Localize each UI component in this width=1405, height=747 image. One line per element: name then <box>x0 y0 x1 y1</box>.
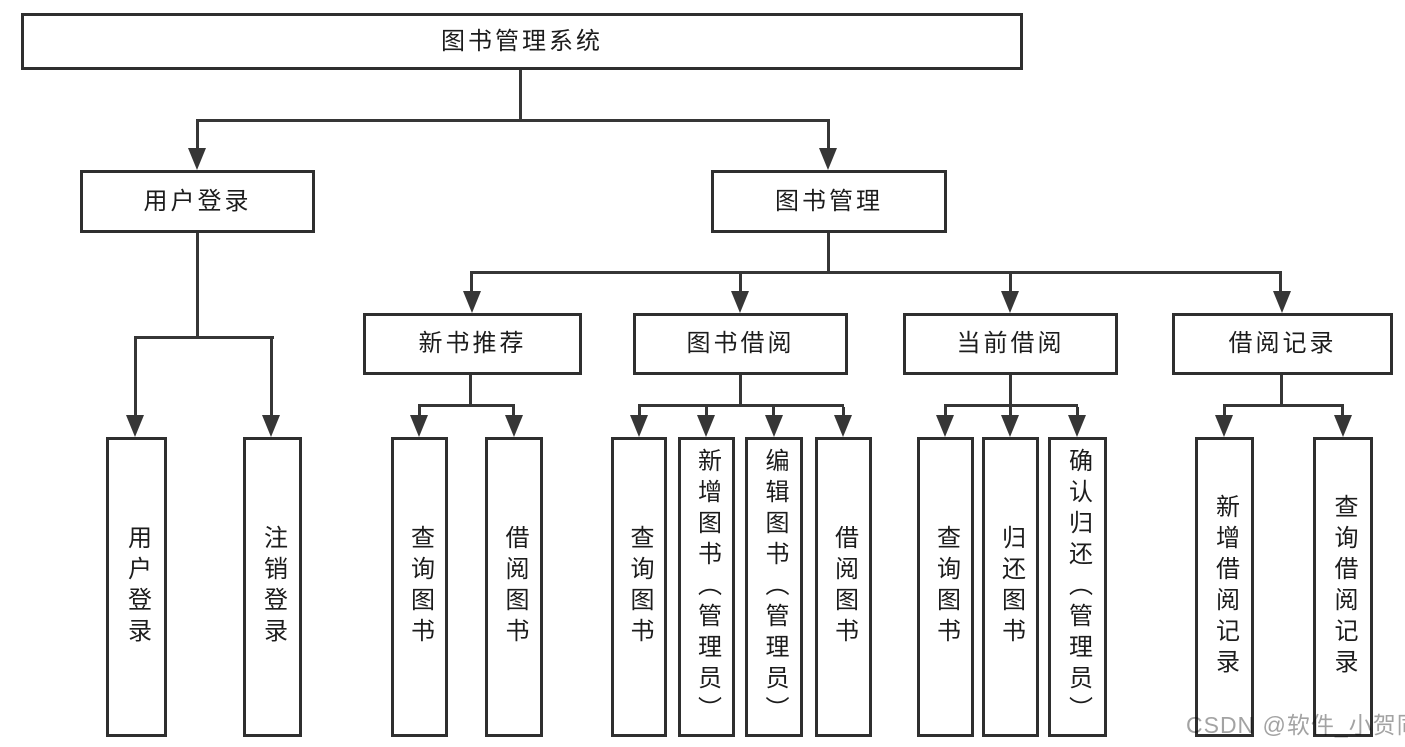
connector-to-book-management <box>827 122 830 148</box>
leaf-label: 用户登录 <box>123 525 151 649</box>
leaf-label: 借阅图书 <box>830 525 858 649</box>
connector-leaf-stem <box>772 407 775 415</box>
leaf-label: 新增借阅记录 <box>1211 494 1239 680</box>
connector-to-leaf-logout <box>270 339 273 415</box>
connector-user-login-stem <box>196 233 199 336</box>
node-user-login: 用户登录 <box>80 170 315 233</box>
connector-current-borrow-stem <box>1009 375 1012 404</box>
node-book-management: 图书管理 <box>711 170 947 233</box>
node-current-borrow: 当前借阅 <box>903 313 1118 375</box>
connector-root-stem <box>519 70 522 119</box>
leaf-return-book: 归还图书 <box>982 437 1039 737</box>
leaf-query-borrow-record: 查询借阅记录 <box>1313 437 1373 737</box>
leaf-add-book-admin: 新增图书（管理员） <box>678 437 735 737</box>
connector-leaf-stem <box>1009 407 1012 415</box>
connector-leaf-stem <box>418 407 421 415</box>
connector-new-book-stem <box>469 375 472 404</box>
connector-new-book-branch <box>418 404 515 407</box>
leaf-add-borrow-record: 新增借阅记录 <box>1195 437 1254 737</box>
connector-to-new-book-recommend <box>470 274 473 291</box>
arrowhead-icon <box>126 415 144 437</box>
arrowhead-icon <box>630 415 648 437</box>
arrowhead-icon <box>1001 415 1019 437</box>
connector-book-borrow-branch <box>638 404 844 407</box>
connector-to-leaf-user-login <box>134 339 137 415</box>
node-root-library-system: 图书管理系统 <box>21 13 1023 70</box>
connector-leaf-stem <box>1341 407 1344 415</box>
arrowhead-icon <box>410 415 428 437</box>
arrowhead-icon <box>1273 291 1291 313</box>
leaf-query-books-recommend: 查询图书 <box>391 437 448 737</box>
connector-book-borrow-stem <box>739 375 742 404</box>
connector-leaf-stem <box>1223 407 1226 415</box>
leaf-label: 确认归还（管理员） <box>1064 447 1092 727</box>
csdn-watermark: CSDN @软件_小贺同学 <box>1186 712 1405 738</box>
leaf-query-books-current: 查询图书 <box>917 437 974 737</box>
leaf-user-login: 用户登录 <box>106 437 167 737</box>
connector-user-login-branch <box>134 336 274 339</box>
connector-leaf-stem <box>944 407 947 415</box>
connector-book-management-branch <box>470 271 1282 274</box>
leaf-label: 新增图书（管理员） <box>693 447 721 727</box>
node-borrow-records: 借阅记录 <box>1172 313 1393 375</box>
arrowhead-icon <box>936 415 954 437</box>
arrowhead-icon <box>463 291 481 313</box>
connector-to-book-borrow <box>739 274 742 291</box>
node-book-borrow: 图书借阅 <box>633 313 848 375</box>
arrowhead-icon <box>1068 415 1086 437</box>
arrowhead-icon <box>697 415 715 437</box>
connector-leaf-stem <box>705 407 708 415</box>
arrowhead-icon <box>1001 291 1019 313</box>
leaf-query-books-borrow: 查询图书 <box>611 437 667 737</box>
arrowhead-icon <box>765 415 783 437</box>
connector-leaf-stem <box>842 407 845 415</box>
connector-leaf-stem <box>1076 407 1079 415</box>
arrowhead-icon <box>505 415 523 437</box>
leaf-label: 借阅图书 <box>501 525 528 649</box>
arrowhead-icon <box>819 148 837 170</box>
connector-book-management-stem <box>827 233 830 271</box>
arrowhead-icon <box>731 291 749 313</box>
leaf-label: 归还图书 <box>997 525 1025 649</box>
leaf-edit-book-admin: 编辑图书（管理员） <box>745 437 803 737</box>
leaf-confirm-return-admin: 确认归还（管理员） <box>1048 437 1107 737</box>
arrowhead-icon <box>1215 415 1233 437</box>
leaf-label: 编辑图书（管理员） <box>761 447 788 727</box>
connector-borrow-records-stem <box>1280 375 1283 404</box>
arrowhead-icon <box>834 415 852 437</box>
connector-current-borrow-branch <box>944 404 1078 407</box>
leaf-label: 注销登录 <box>259 525 287 649</box>
arrowhead-icon <box>1334 415 1352 437</box>
connector-to-user-login <box>196 122 199 148</box>
connector-root-branch <box>196 119 830 122</box>
leaf-label: 查询借阅记录 <box>1330 494 1357 680</box>
connector-borrow-records-branch <box>1223 404 1344 407</box>
leaf-label: 查询图书 <box>932 525 960 649</box>
arrowhead-icon <box>262 415 280 437</box>
leaf-logout: 注销登录 <box>243 437 302 737</box>
leaf-label: 查询图书 <box>406 525 434 649</box>
connector-to-borrow-records <box>1279 274 1282 291</box>
leaf-label: 查询图书 <box>626 525 653 649</box>
connector-to-current-borrow <box>1009 274 1012 291</box>
leaf-borrow-books-recommend: 借阅图书 <box>485 437 543 737</box>
connector-leaf-stem <box>512 407 515 415</box>
node-new-book-recommend: 新书推荐 <box>363 313 582 375</box>
leaf-borrow-books-borrow: 借阅图书 <box>815 437 872 737</box>
connector-leaf-stem <box>638 407 641 415</box>
arrowhead-icon <box>188 148 206 170</box>
